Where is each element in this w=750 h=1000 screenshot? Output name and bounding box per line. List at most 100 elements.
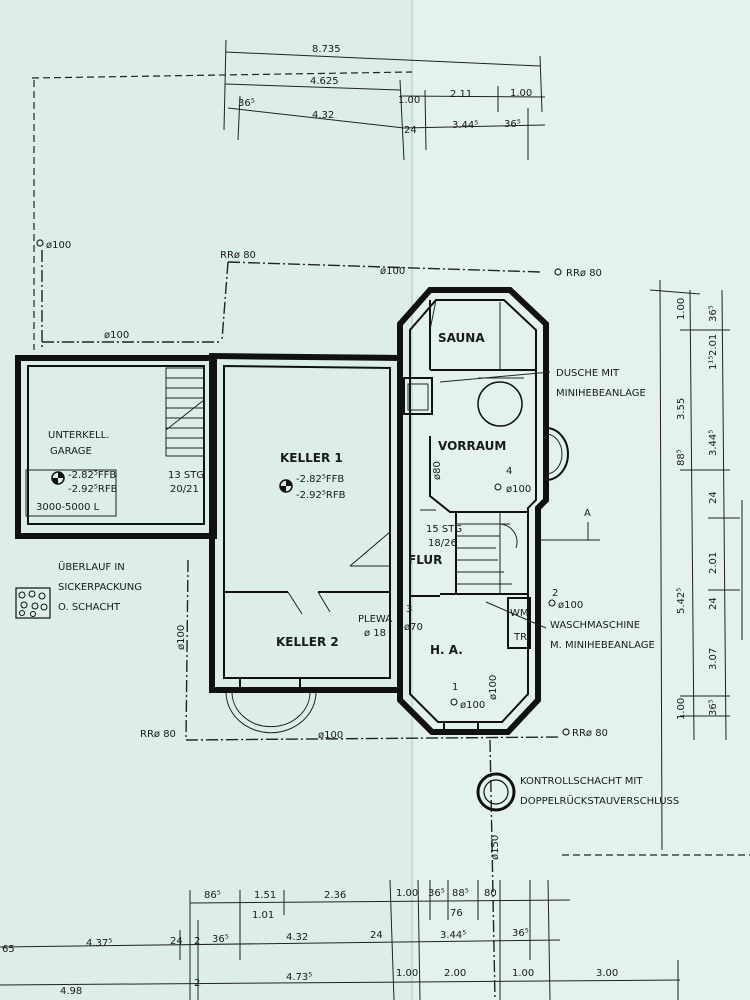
bdim-r2-365b: 36⁵ [512,928,529,939]
rdim-355: 3.55 [676,398,687,420]
dim-432: 4.32 [312,110,334,121]
rdim-201a: 2.01 [708,334,719,356]
ueberlauf-line3: O. SCHACHT [58,602,121,613]
bdim-76: 76 [450,908,463,919]
bdim-101: 1.01 [252,910,274,921]
section-a-label: A [584,508,591,519]
bdim-r3-100a: 1.00 [396,968,418,979]
rdim-3445: 3.44⁵ [708,430,719,456]
flur-label: FLUR [408,553,442,567]
bdim-432: 4.32 [286,932,308,943]
kontrollschacht-line2: DOPPELRÜCKSTAUVERSCHLUSS [520,794,679,807]
downpipe-bottom-icon [562,728,570,736]
garage-rfb: -2.92⁵RFB [68,484,118,495]
drain-4-icon [494,483,502,491]
bdim-80: 80 [484,888,497,899]
drain-4-size: ø100 [506,484,531,495]
ueberlauf-line2: SICKERPACKUNG [58,582,142,593]
tr-label: TR [513,632,527,643]
dim-211: 2.11 [450,89,472,100]
bdim-200: 2.00 [444,968,466,979]
stairs-right-count: 15 STG [426,524,462,535]
bdim-151: 1.51 [254,890,276,901]
garage-label-2: GARAGE [50,446,92,457]
dim-3445: 3.44⁵ [452,120,478,131]
pipe-top-label: ø100 [380,266,405,277]
dim-8735: 8.735 [312,44,341,55]
rdim-5425: 5.42⁵ [676,588,687,614]
ueberlauf-line1: ÜBERLAUF IN [58,560,125,573]
waschmaschine-line2: M. MINIHEBEANLAGE [550,640,655,651]
bdim-65: 65 [2,944,15,955]
pipe-bottom-label: ø100 [318,730,343,741]
pipe-150-label: ø150 [490,835,501,860]
keller-walls [209,352,403,734]
bdim-r3-100b: 1.00 [512,968,534,979]
dusche-line2: MINIHEBEANLAGE [556,388,646,399]
stairs-left-count: 13 STG [168,470,204,481]
drain-3-number: 3 [406,604,412,615]
bdim-r2-365a: 36⁵ [212,934,229,945]
wm-label: WM [510,608,529,619]
paper-fold-shade [412,0,750,1000]
pipe-80-label: ø80 [432,461,443,480]
vorraum-label: VORRAUM [438,439,506,453]
drain-2-number: 2 [552,588,558,599]
bdim-300: 3.00 [596,968,618,979]
drain-1-size: ø100 [460,700,485,711]
bottom-dimensions [0,879,681,1000]
keller1-label: KELLER 1 [280,451,343,465]
bdim-r2-24a: 24 [170,936,183,947]
gravel-pack-icon [15,587,51,619]
rdim-365: 36⁵ [708,305,719,322]
level-marker-keller-icon [279,479,293,493]
keller2-label: KELLER 2 [276,635,339,649]
dim-100b: 1.00 [510,88,532,99]
garage-tank: 3000-5000 L [36,502,100,513]
sauna-label: SAUNA [438,331,485,345]
keller1-rfb: -2.92⁵RFB [296,490,346,501]
rdim-201b: 2.01 [708,552,719,574]
pipe-topleft-label: ø100 [46,240,71,251]
drain-70-size: ø70 [404,622,423,633]
level-marker-garage-icon [51,471,65,485]
top-dimensions [31,39,546,350]
pipe-garage-label: ø100 [104,330,129,341]
rdim-24a: 24 [708,491,719,504]
rdim-100: 1.00 [676,298,687,320]
dim-4625: 4.625 [310,76,339,87]
rr80-bottomleft-label: RRø 80 [140,729,176,740]
garage-ffb: -2.82⁵FFB [68,470,116,481]
bdim-865: 86⁵ [204,890,221,901]
stairs-right-ratio: 18/26 [428,538,457,549]
plewa-label: PLEWA [358,614,392,625]
dim-100a: 1.00 [398,95,420,106]
rdim-307: 3.07 [708,648,719,670]
right-dimensions [562,279,750,856]
dim-24: 24 [404,125,417,136]
bdim-r3-2: 2 [194,978,200,989]
bdim-498: 4.98 [60,986,82,997]
rdim-24b: 24 [708,597,719,610]
drain-pipes [41,250,561,1000]
rdim-115: 1¹⁵ [708,356,719,370]
bdim-4735: 4.73⁵ [286,972,312,983]
bdim-885: 88⁵ [452,888,469,899]
bdim-3445: 3.44⁵ [440,930,466,941]
downpipe-icon [554,268,562,276]
pipe-end-icon [36,239,44,247]
keller1-ffb: -2.82⁵FFB [296,474,344,485]
rdim-365b: 36⁵ [708,699,719,716]
rr80-topright-label: RRø 80 [566,268,602,279]
rdim-885: 88⁵ [676,449,687,466]
bdim-r1-100: 1.00 [396,888,418,899]
waschmaschine-line1: WASCHMASCHINE [550,620,640,631]
drain-1-icon [450,698,458,706]
dim-365a: 36⁵ [238,98,255,109]
pipe-left-label: ø100 [176,625,187,650]
ha-label: H. A. [430,643,463,657]
kontrollschacht-icon [476,772,516,812]
rr80-top-label: RRø 80 [220,250,256,261]
bdim-r1-365: 36⁵ [428,888,445,899]
